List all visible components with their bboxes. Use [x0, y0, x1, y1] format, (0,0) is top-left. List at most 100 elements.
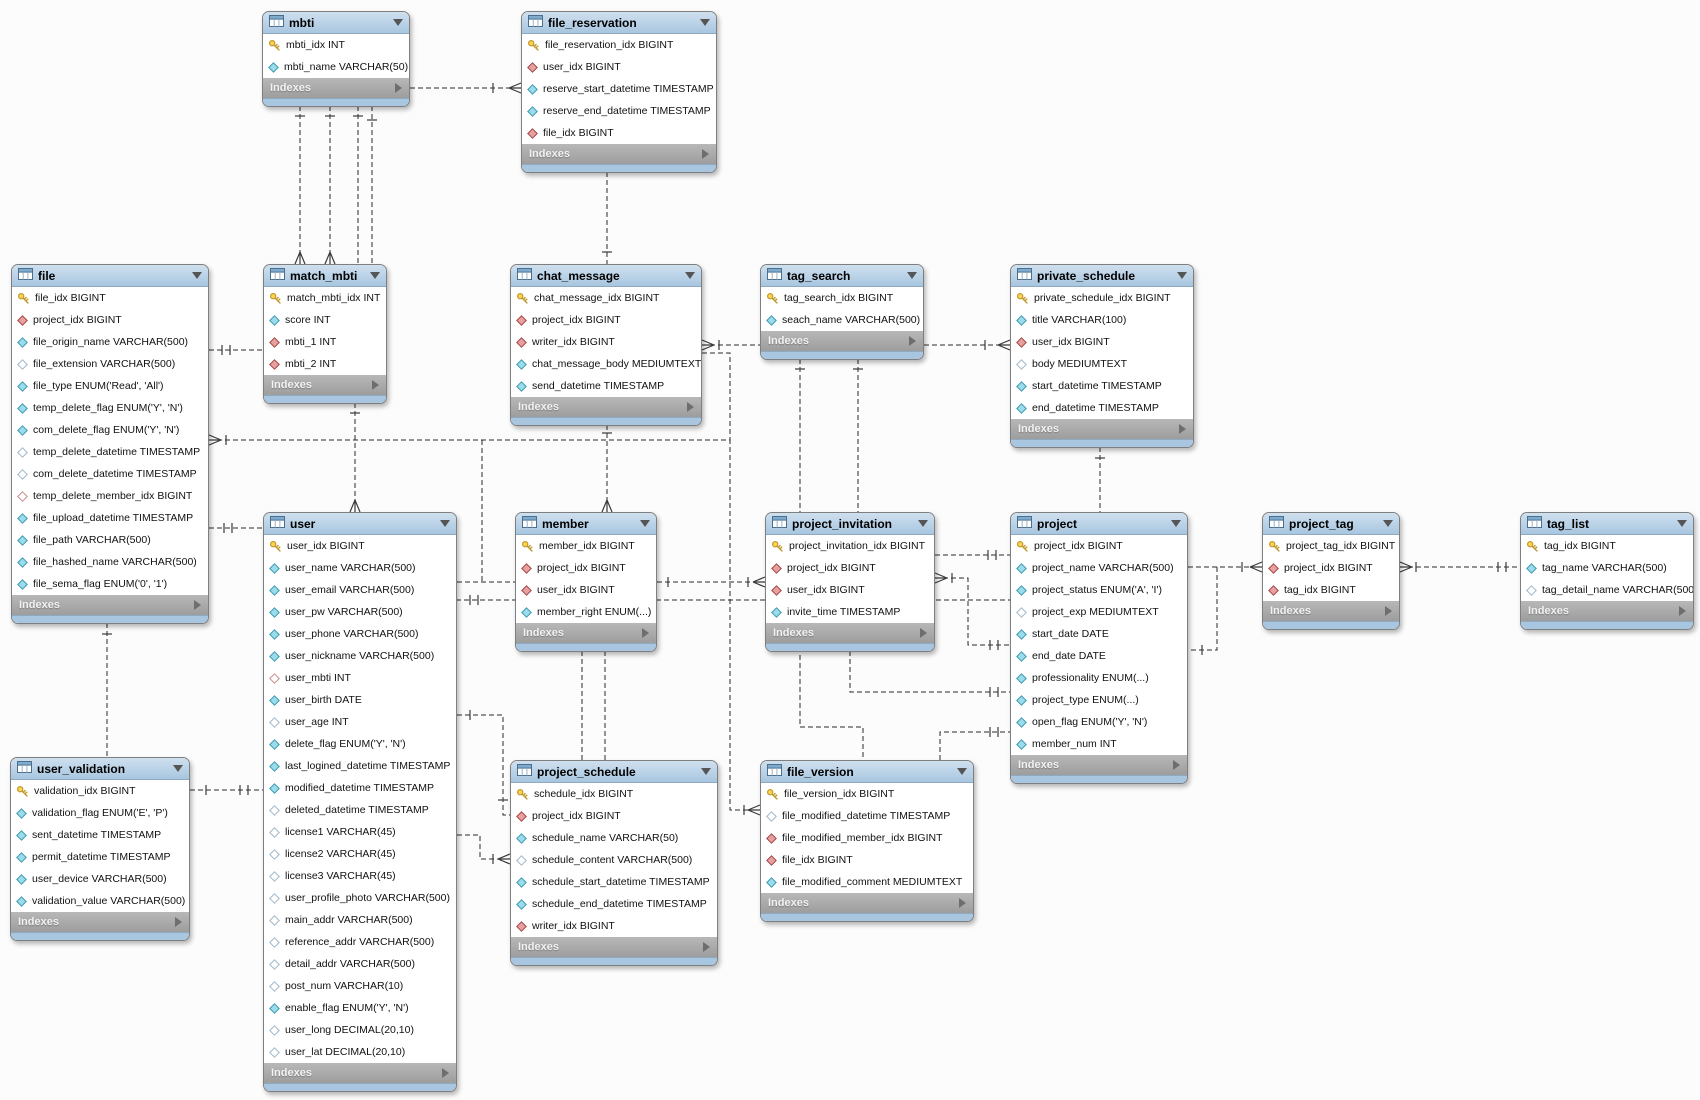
field-open_flag[interactable]: open_flag ENUM('Y', 'N') — [1011, 711, 1187, 733]
field-schedule_name[interactable]: schedule_name VARCHAR(50) — [511, 827, 717, 849]
table-header-match_mbti[interactable]: match_mbti — [264, 265, 386, 287]
field-file_modified_datetime[interactable]: file_modified_datetime TIMESTAMP — [761, 805, 973, 827]
table-header-file_reservation[interactable]: file_reservation — [522, 12, 716, 34]
field-mbti_idx[interactable]: mbti_idx INT — [263, 34, 409, 56]
collapse-chevron-icon[interactable] — [440, 520, 450, 527]
field-delete_flag[interactable]: delete_flag ENUM('Y', 'N') — [264, 733, 456, 755]
field-schedule_content[interactable]: schedule_content VARCHAR(500) — [511, 849, 717, 871]
field-license3[interactable]: license3 VARCHAR(45) — [264, 865, 456, 887]
table-header-project_invitation[interactable]: project_invitation — [766, 513, 934, 535]
field-user_idx[interactable]: user_idx BIGINT — [522, 56, 716, 78]
field-seach_name[interactable]: seach_name VARCHAR(500) — [761, 309, 923, 331]
field-temp_delete_flag[interactable]: temp_delete_flag ENUM('Y', 'N') — [12, 397, 208, 419]
indexes-bar-member[interactable]: Indexes — [516, 623, 656, 643]
field-file_idx[interactable]: file_idx BIGINT — [12, 287, 208, 309]
field-user_birth[interactable]: user_birth DATE — [264, 689, 456, 711]
field-project_idx[interactable]: project_idx BIGINT — [511, 805, 717, 827]
collapse-chevron-icon[interactable] — [640, 520, 650, 527]
field-reserve_start_datetime[interactable]: reserve_start_datetime TIMESTAMP — [522, 78, 716, 100]
field-reference_addr[interactable]: reference_addr VARCHAR(500) — [264, 931, 456, 953]
field-project_idx[interactable]: project_idx BIGINT — [12, 309, 208, 331]
field-file_origin_name[interactable]: file_origin_name VARCHAR(500) — [12, 331, 208, 353]
indexes-bar-tag_search[interactable]: Indexes — [761, 331, 923, 351]
field-tag_name[interactable]: tag_name VARCHAR(500) — [1521, 557, 1693, 579]
field-project_tag_idx[interactable]: project_tag_idx BIGINT — [1263, 535, 1399, 557]
field-project_invitation_idx[interactable]: project_invitation_idx BIGINT — [766, 535, 934, 557]
field-send_datetime[interactable]: send_datetime TIMESTAMP — [511, 375, 701, 397]
collapse-chevron-icon[interactable] — [700, 19, 710, 26]
expand-indexes-icon[interactable] — [442, 1068, 449, 1078]
indexes-bar-project[interactable]: Indexes — [1011, 755, 1187, 775]
field-file_upload_datetime[interactable]: file_upload_datetime TIMESTAMP — [12, 507, 208, 529]
expand-indexes-icon[interactable] — [702, 149, 709, 159]
field-project_idx[interactable]: project_idx BIGINT — [511, 309, 701, 331]
field-file_modified_member_idx[interactable]: file_modified_member_idx BIGINT — [761, 827, 973, 849]
field-professionality[interactable]: professionality ENUM(...) — [1011, 667, 1187, 689]
table-header-user[interactable]: user — [264, 513, 456, 535]
field-file_version_idx[interactable]: file_version_idx BIGINT — [761, 783, 973, 805]
table-header-file_version[interactable]: file_version — [761, 761, 973, 783]
field-file_idx[interactable]: file_idx BIGINT — [522, 122, 716, 144]
field-member_right[interactable]: member_right ENUM(...) — [516, 601, 656, 623]
expand-indexes-icon[interactable] — [703, 942, 710, 952]
field-writer_idx[interactable]: writer_idx BIGINT — [511, 915, 717, 937]
relationship-project_invitation-project[interactable] — [849, 651, 1010, 693]
field-file_extension[interactable]: file_extension VARCHAR(500) — [12, 353, 208, 375]
field-match_mbti_idx[interactable]: match_mbti_idx INT — [264, 287, 386, 309]
indexes-bar-tag_list[interactable]: Indexes — [1521, 601, 1693, 621]
relationship-user-project_schedule[interactable] — [457, 834, 510, 860]
field-deleted_datetime[interactable]: deleted_datetime TIMESTAMP — [264, 799, 456, 821]
field-modified_datetime[interactable]: modified_datetime TIMESTAMP — [264, 777, 456, 799]
indexes-bar-project_invitation[interactable]: Indexes — [766, 623, 934, 643]
indexes-bar-user[interactable]: Indexes — [264, 1063, 456, 1083]
field-file_type[interactable]: file_type ENUM('Read', 'All') — [12, 375, 208, 397]
table-header-tag_search[interactable]: tag_search — [761, 265, 923, 287]
field-user_email[interactable]: user_email VARCHAR(500) — [264, 579, 456, 601]
indexes-bar-mbti[interactable]: Indexes — [263, 78, 409, 98]
field-user_pw[interactable]: user_pw VARCHAR(500) — [264, 601, 456, 623]
collapse-chevron-icon[interactable] — [393, 19, 403, 26]
field-user_idx[interactable]: user_idx BIGINT — [516, 579, 656, 601]
field-license2[interactable]: license2 VARCHAR(45) — [264, 843, 456, 865]
field-main_addr[interactable]: main_addr VARCHAR(500) — [264, 909, 456, 931]
field-user_nickname[interactable]: user_nickname VARCHAR(500) — [264, 645, 456, 667]
expand-indexes-icon[interactable] — [920, 628, 927, 638]
field-license1[interactable]: license1 VARCHAR(45) — [264, 821, 456, 843]
field-detail_addr[interactable]: detail_addr VARCHAR(500) — [264, 953, 456, 975]
table-header-file[interactable]: file — [12, 265, 208, 287]
field-file_sema_flag[interactable]: file_sema_flag ENUM('0', '1') — [12, 573, 208, 595]
field-com_delete_flag[interactable]: com_delete_flag ENUM('Y', 'N') — [12, 419, 208, 441]
field-title[interactable]: title VARCHAR(100) — [1011, 309, 1193, 331]
collapse-chevron-icon[interactable] — [1677, 520, 1687, 527]
field-project_name[interactable]: project_name VARCHAR(500) — [1011, 557, 1187, 579]
relationship-project_tag-project[interactable] — [1188, 567, 1218, 651]
indexes-bar-file[interactable]: Indexes — [12, 595, 208, 615]
indexes-bar-user_validation[interactable]: Indexes — [11, 912, 189, 932]
field-mbti_2[interactable]: mbti_2 INT — [264, 353, 386, 375]
indexes-bar-file_version[interactable]: Indexes — [761, 893, 973, 913]
field-tag_search_idx[interactable]: tag_search_idx BIGINT — [761, 287, 923, 309]
field-user_profile_photo[interactable]: user_profile_photo VARCHAR(500) — [264, 887, 456, 909]
collapse-chevron-icon[interactable] — [685, 272, 695, 279]
table-header-project[interactable]: project — [1011, 513, 1187, 535]
expand-indexes-icon[interactable] — [909, 336, 916, 346]
field-tag_idx[interactable]: tag_idx BIGINT — [1263, 579, 1399, 601]
field-tag_idx[interactable]: tag_idx BIGINT — [1521, 535, 1693, 557]
field-start_datetime[interactable]: start_datetime TIMESTAMP — [1011, 375, 1193, 397]
table-header-private_schedule[interactable]: private_schedule — [1011, 265, 1193, 287]
field-user_long[interactable]: user_long DECIMAL(20,10) — [264, 1019, 456, 1041]
field-permit_datetime[interactable]: permit_datetime TIMESTAMP — [11, 846, 189, 868]
field-body[interactable]: body MEDIUMTEXT — [1011, 353, 1193, 375]
field-temp_delete_member_idx[interactable]: temp_delete_member_idx BIGINT — [12, 485, 208, 507]
field-reserve_end_datetime[interactable]: reserve_end_datetime TIMESTAMP — [522, 100, 716, 122]
table-header-mbti[interactable]: mbti — [263, 12, 409, 34]
relationship-user-project_schedule[interactable] — [457, 714, 510, 816]
field-user_lat[interactable]: user_lat DECIMAL(20,10) — [264, 1041, 456, 1063]
field-post_num[interactable]: post_num VARCHAR(10) — [264, 975, 456, 997]
